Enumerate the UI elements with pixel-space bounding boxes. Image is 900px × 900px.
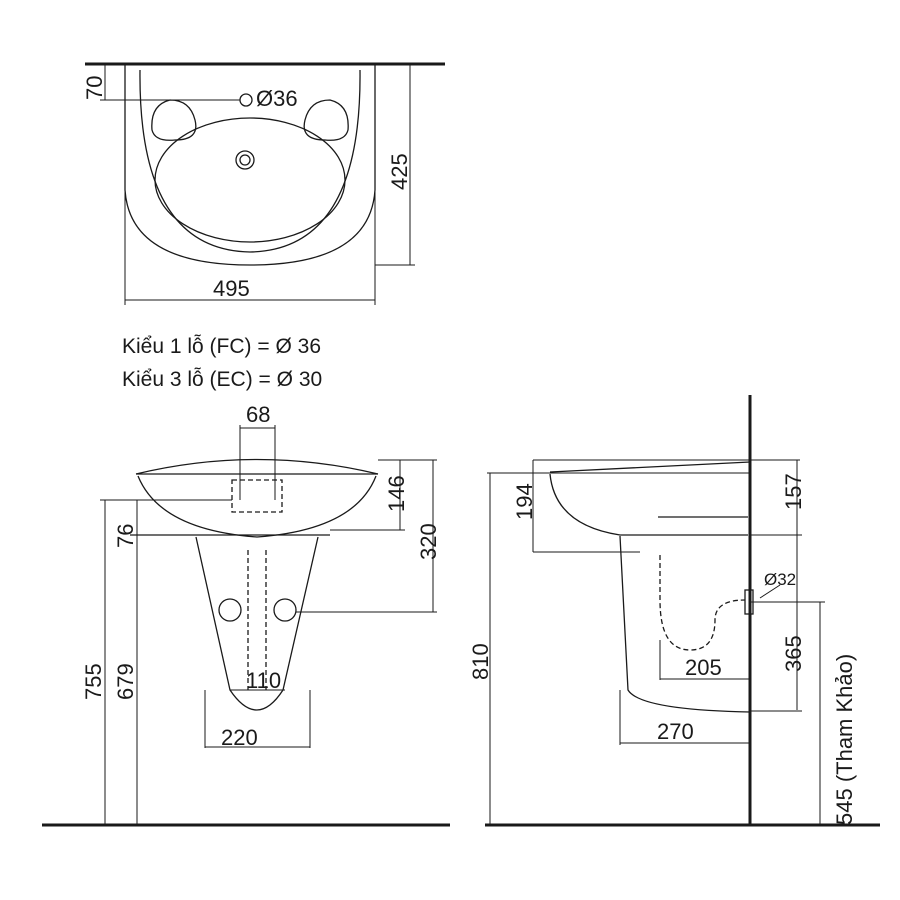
dim-365: 365 xyxy=(781,635,806,672)
dim-320: 320 xyxy=(416,523,441,560)
dim-157: 157 xyxy=(781,473,806,510)
dim-270: 270 xyxy=(657,719,694,744)
note-one-hole: Kiểu 1 lỗ (FC) = Ø 36 xyxy=(122,335,321,358)
dim-425: 425 xyxy=(387,153,412,190)
top-view: 70 Ø36 425 495 xyxy=(82,62,445,305)
basin-side xyxy=(549,461,751,536)
bowl-outline xyxy=(154,117,346,243)
drain-hole-inner xyxy=(239,154,251,166)
pedestal-front xyxy=(195,536,319,711)
tap-hole xyxy=(239,93,253,107)
valve-left xyxy=(218,598,242,622)
basin-bowl-front xyxy=(137,475,377,538)
dim-755: 755 xyxy=(81,663,106,700)
note-three-hole: Kiểu 3 lỗ (EC) = Ø 30 xyxy=(122,368,322,391)
dim-495: 495 xyxy=(213,276,250,301)
dim-205: 205 xyxy=(685,655,722,680)
pedestal-side xyxy=(619,535,751,713)
basin-rim-front xyxy=(135,458,379,475)
dim-68: 68 xyxy=(246,402,270,427)
dim-110: 110 xyxy=(246,668,281,693)
dim-waste-diameter: Ø32 xyxy=(764,570,796,589)
soap-recess-left xyxy=(151,99,197,141)
dim-70: 70 xyxy=(82,76,107,100)
trap-hidden xyxy=(659,555,746,651)
dim-146: 146 xyxy=(384,475,409,512)
soap-recess-right xyxy=(303,99,349,141)
basin-rim xyxy=(139,69,361,253)
side-view: 810 194 Ø32 157 365 205 270 545 (Tham Kh… xyxy=(468,395,880,827)
dim-679: 679 xyxy=(113,663,138,700)
leader-32 xyxy=(759,584,781,599)
dim-194: 194 xyxy=(512,483,537,520)
dim-hole-diameter: Ø36 xyxy=(256,86,298,111)
drain-hole xyxy=(235,150,255,170)
front-view: 68 110 220 146 320 755 76 679 xyxy=(42,402,450,827)
valve-right xyxy=(273,598,297,622)
basin-outline xyxy=(124,64,376,266)
dim-810: 810 xyxy=(468,643,493,680)
tap-area-hidden xyxy=(231,479,283,513)
dim-220: 220 xyxy=(221,725,258,750)
dim-76: 76 xyxy=(113,524,138,548)
dim-545: 545 (Tham Khảo) xyxy=(832,654,857,825)
